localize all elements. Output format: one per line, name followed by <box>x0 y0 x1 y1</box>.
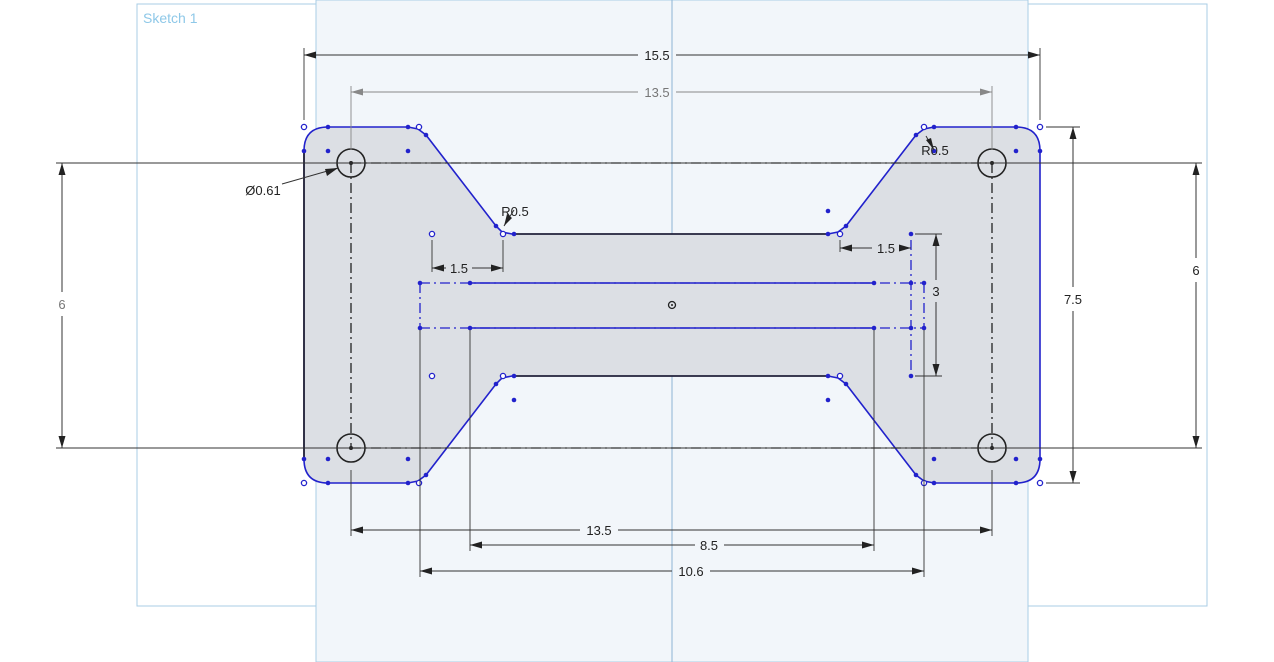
dim-hole-spacing-bottom[interactable]: 13.5 <box>586 523 611 538</box>
sketch-name-label[interactable]: Sketch 1 <box>143 10 198 26</box>
arrowheads-driven <box>351 88 992 96</box>
dim-overall-height[interactable]: 7.5 <box>1064 292 1082 307</box>
dim-hole-spacing-top[interactable]: 13.5 <box>644 85 669 100</box>
dim-right-offset[interactable]: 1.5 <box>877 241 895 256</box>
sketch-points-open[interactable] <box>300 123 1044 487</box>
dim-hole-diameter[interactable]: Ø0.61 <box>245 183 280 198</box>
dim-slot-height[interactable]: 3 <box>932 284 939 299</box>
dim-left-offset[interactable]: 1.5 <box>450 261 468 276</box>
dim-hole-spacing-right[interactable]: 6 <box>1192 263 1199 278</box>
slot-lines[interactable] <box>470 282 874 329</box>
dim-slot-outer[interactable]: 10.6 <box>678 564 703 579</box>
dim-radius-center[interactable]: R0.5 <box>501 204 528 219</box>
dim-radius-top-right[interactable]: R0.5 <box>921 143 948 158</box>
dim-slot-length[interactable]: 8.5 <box>700 538 718 553</box>
dim-overall-width[interactable]: 15.5 <box>644 48 669 63</box>
sketch-points[interactable] <box>301 124 1043 486</box>
extension-lines <box>56 48 1202 577</box>
arrowheads <box>58 51 1200 575</box>
origin-point[interactable] <box>667 300 677 310</box>
dim-hole-spacing-left[interactable]: 6 <box>58 297 65 312</box>
dimension-lines <box>61 54 1197 572</box>
extension-lines-driven <box>350 86 993 150</box>
